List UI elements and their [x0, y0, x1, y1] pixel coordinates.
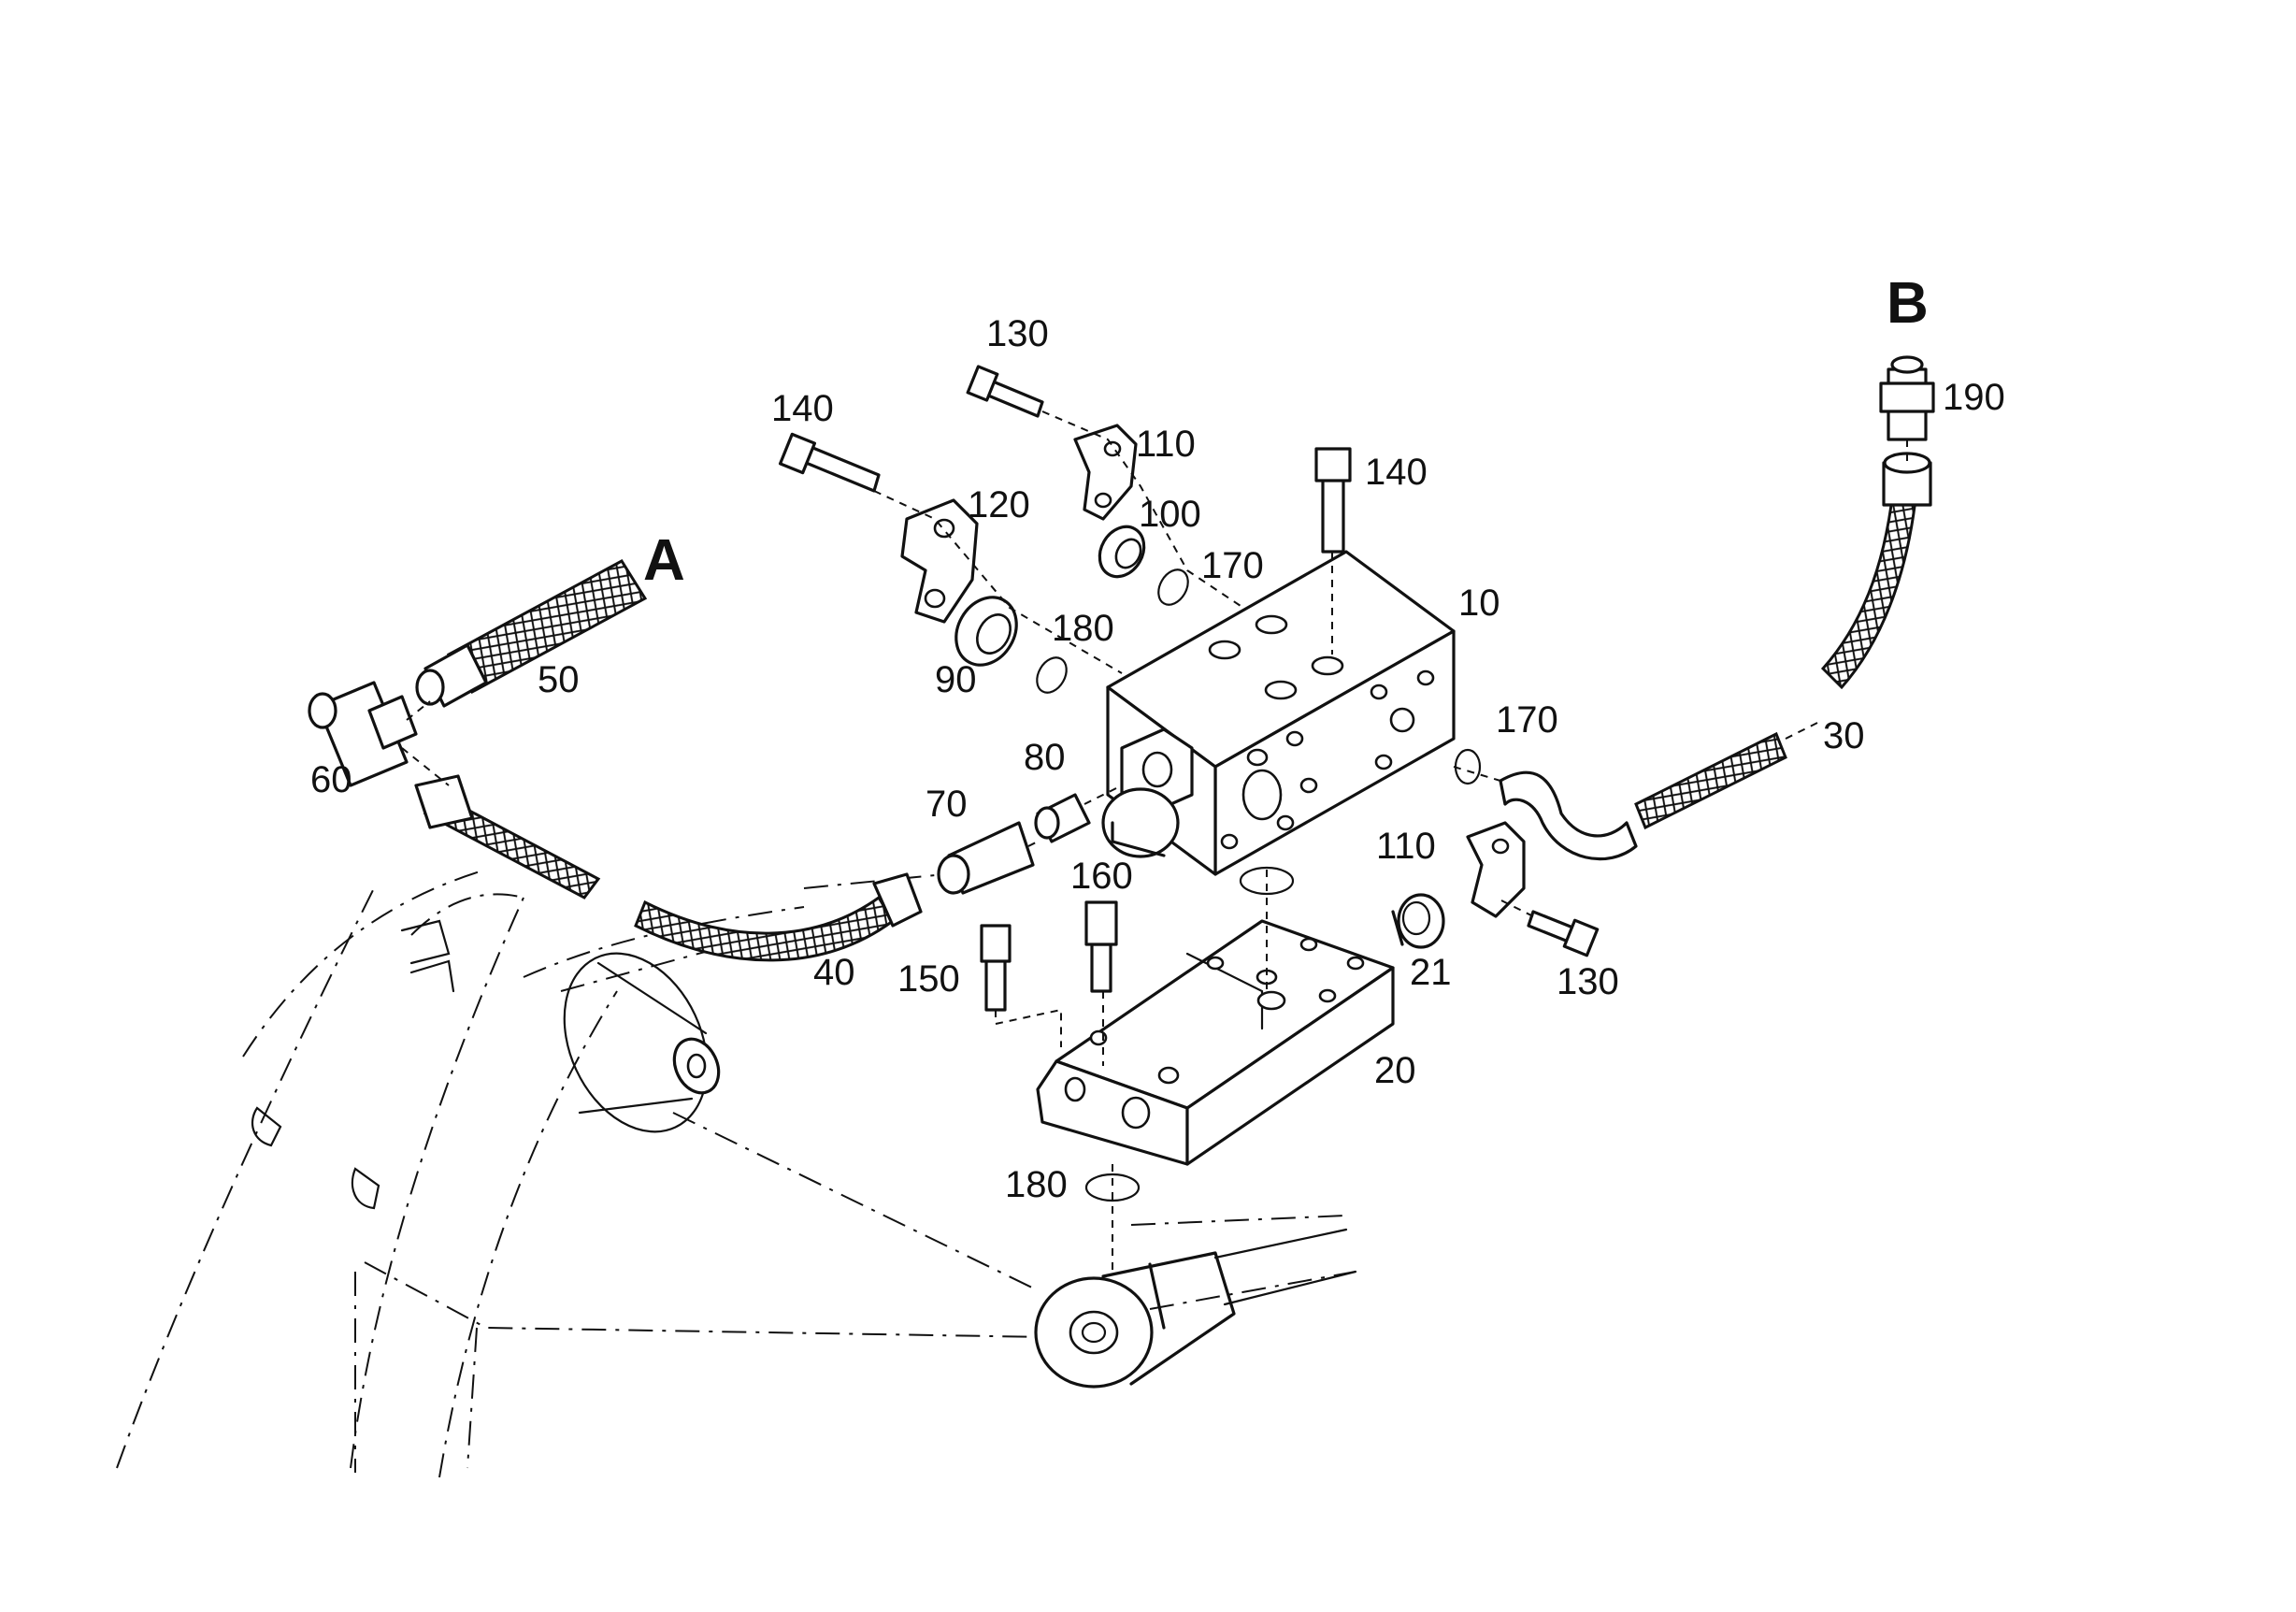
cylinder-rod-eye	[1034, 1228, 1357, 1389]
valve-block-10	[1101, 550, 1456, 876]
callout-21: 21	[1410, 952, 1452, 993]
callout-10: 10	[1458, 583, 1500, 624]
hose-30	[1499, 452, 1932, 861]
callout-160: 160	[1070, 856, 1133, 897]
callout-180-top: 180	[1052, 608, 1114, 649]
callout-130-top: 130	[986, 313, 1049, 354]
plug-21	[1391, 893, 1445, 949]
cap-screws	[778, 365, 1600, 1012]
assembly-lines	[401, 410, 1908, 1272]
hose-50	[415, 559, 648, 708]
seals-90-100	[954, 525, 1146, 667]
frame-lugs	[251, 919, 455, 1210]
boom-pivot-cone	[563, 952, 721, 1133]
callout-170-top: 170	[1201, 545, 1264, 586]
callout-labels: A B 10 20 21 30 40 50 60 70 80 90 100 11…	[310, 271, 2005, 1205]
callout-180-bottom: 180	[1005, 1164, 1068, 1205]
flange-clamps	[900, 424, 1526, 918]
callout-60: 60	[310, 759, 352, 800]
callout-100: 100	[1139, 494, 1201, 535]
label-A: A	[643, 528, 685, 593]
callout-110-top: 110	[1136, 424, 1196, 465]
callout-120: 120	[968, 484, 1030, 525]
callout-150: 150	[897, 958, 960, 1000]
o-rings	[1036, 569, 1482, 1202]
boom-frame-outline	[116, 869, 1356, 1478]
fittings	[308, 355, 1935, 895]
callout-90: 90	[935, 659, 977, 700]
callout-130-bottom: 130	[1557, 961, 1619, 1002]
callout-170-right: 170	[1496, 699, 1558, 741]
label-B: B	[1887, 271, 1929, 336]
callout-70: 70	[926, 784, 968, 825]
hose-40	[414, 774, 923, 962]
callout-110-right: 110	[1376, 826, 1436, 867]
callout-80: 80	[1024, 737, 1066, 778]
callout-20: 20	[1374, 1050, 1416, 1091]
callout-140-right: 140	[1365, 452, 1428, 493]
callout-30: 30	[1823, 715, 1865, 756]
callout-50: 50	[538, 659, 580, 700]
callout-140-left: 140	[771, 388, 834, 429]
base-plate-20	[1036, 919, 1395, 1166]
callout-40: 40	[813, 952, 855, 993]
callout-190: 190	[1943, 377, 2005, 418]
